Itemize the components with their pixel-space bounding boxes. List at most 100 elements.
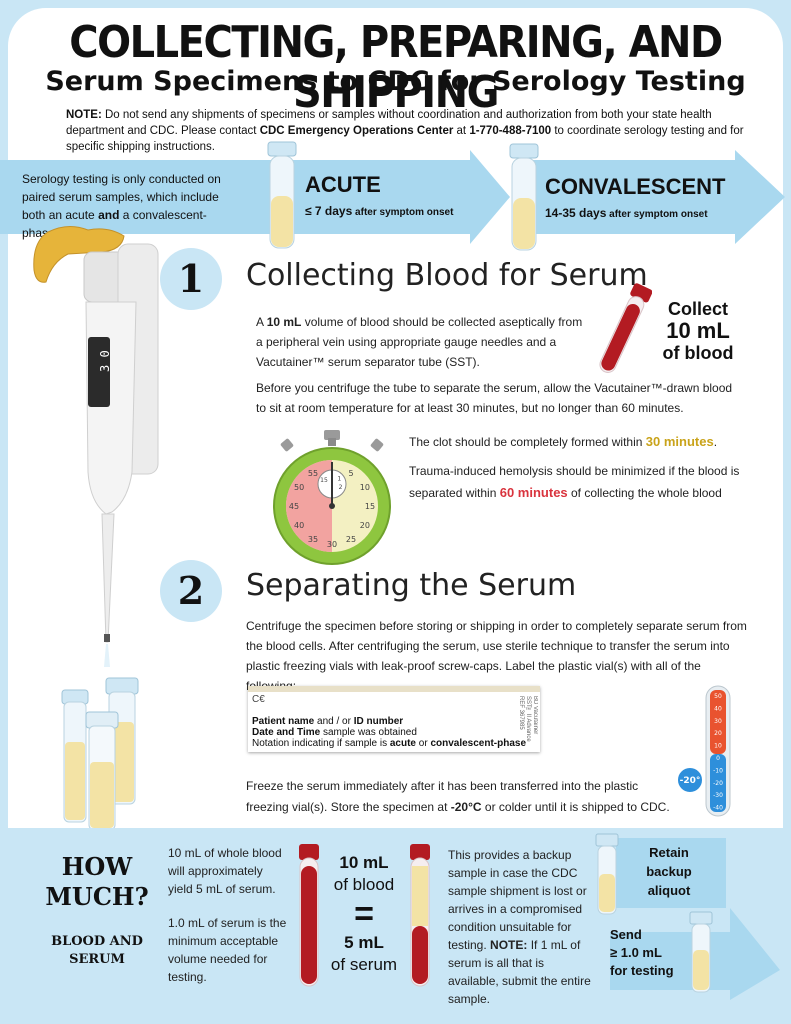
thermometer-badge: -20° [680, 776, 701, 786]
acute-window: ≤ 7 days after symptom onset [305, 204, 453, 218]
thermometer-tick-label: -20 [713, 780, 723, 787]
step-1-badge: 1 [160, 248, 222, 310]
equals-sign: = [354, 895, 374, 933]
trauma-time: 60 minutes [499, 485, 568, 500]
note-contact: CDC Emergency Operations Center [259, 125, 454, 137]
acute-days: ≤ 7 days [305, 204, 353, 218]
stopwatch-label: 40 [294, 521, 304, 530]
freeze-temp: -20°C [450, 800, 482, 814]
section-1-paragraph-1: A 10 mL volume of blood should be collec… [256, 312, 592, 372]
aliquot-graphic [595, 833, 780, 1000]
p1-b: volume of blood should be collected asep… [256, 315, 583, 369]
step-2-badge: 2 [160, 560, 222, 622]
thermometer-tick-label: 30 [714, 718, 722, 725]
freeze-b: or colder until it is shipped to CDC. [481, 800, 670, 814]
label-andor: and / or [314, 716, 354, 727]
timeline-arrows [0, 150, 785, 244]
acute-after: after symptom onset [352, 207, 454, 218]
equation-bottom: 5 mL of serum [318, 932, 410, 976]
how-much-subtitle: BLOOD AND SERUM [42, 933, 152, 969]
label-id: ID number [353, 716, 404, 727]
whole-blood-tube-icon [299, 844, 319, 987]
retain-callout: Retain backup aliquot [628, 843, 710, 900]
section-1-title: Collecting Blood for Serum [246, 258, 648, 293]
note-label: NOTE: [66, 109, 102, 121]
blood-tube-icon [599, 283, 652, 373]
clot-text: The clot should be completely formed wit… [409, 432, 749, 452]
send-callout: Send ≥ 1.0 mL for testing [610, 926, 710, 980]
retain-3: aliquot [647, 883, 691, 898]
stopwatch-inner-label: 15 [320, 477, 328, 484]
backup-text: This provides a backup sample in case th… [448, 846, 596, 1008]
section-2-title: Separating the Serum [246, 568, 577, 603]
thermometer-tick-label: 50 [714, 693, 722, 700]
clot-a: The clot should be completely formed wit… [409, 435, 646, 449]
collect-line-2: 10 mL [666, 318, 730, 343]
note-phone: 1-770-488-7100 [469, 125, 552, 137]
yield-text: 10 mL of whole blood will approximately … [168, 846, 282, 896]
freezing-vials-icon [61, 677, 139, 831]
clot-time: 30 minutes [645, 434, 714, 449]
page-title: COLLECTING, PREPARING, AND SHIPPING [69, 18, 723, 118]
stopwatch-label: 5 [348, 469, 353, 478]
note-at: at [453, 125, 470, 137]
stopwatch-label: 45 [289, 502, 299, 511]
acute-tube-icon [267, 141, 297, 249]
how-sub-1: BLOOD AND [51, 934, 143, 949]
hemolysis-text: Trauma-induced hemolysis should be minim… [409, 460, 749, 504]
thermometer-tick-label: -10 [713, 767, 723, 774]
thermometer-tick-label: 40 [714, 705, 722, 712]
backup-a: This provides a backup sample in case th… [448, 848, 587, 952]
conv-after: after symptom onset [606, 209, 708, 220]
vial-label-sample: C€ Patient name and / or ID number Date … [248, 686, 540, 752]
coordination-note: NOTE: Do not send any shipments of speci… [66, 107, 746, 155]
label-obtained: sample was obtained [320, 727, 417, 738]
convalescent-window: 14-35 days after symptom onset [545, 206, 708, 220]
note-tail: to coordinate serology testing and for s… [66, 125, 744, 153]
retain-2: backup [646, 864, 692, 879]
trauma-a: Trauma-induced hemolysis should be minim… [409, 464, 740, 500]
collect-line-1: Collect [667, 299, 728, 319]
thermometer-tick-label: -30 [713, 792, 723, 799]
clot-b: . [713, 435, 718, 449]
stopwatch-label: 50 [294, 483, 304, 492]
send-1: Send [610, 927, 642, 942]
label-convalescent: convalescent-phase [430, 738, 527, 749]
pipette-icon: 3 0 [33, 226, 159, 667]
send-3: for testing [610, 963, 674, 978]
eq-bot-2: of serum [330, 955, 398, 974]
freeze-text: Freeze the serum immediately after it ha… [246, 776, 676, 818]
conv-days: 14-35 days [545, 206, 607, 220]
thermometer-tick-label: -40 [713, 805, 723, 812]
section-1-paragraph-2: Before you centrifuge the tube to separa… [256, 381, 733, 415]
stopwatch-inner-label: 1 [337, 476, 341, 483]
convalescent-title: CONVALESCENT [545, 174, 726, 199]
eq-top-2: of blood [333, 875, 395, 894]
eq-bot-1: 5 mL [344, 933, 384, 952]
collect-line-3: of blood [662, 343, 734, 363]
ce-mark: C€ [252, 694, 265, 705]
page-subtitle: Serum Specimens to CDC for Serology Test… [45, 66, 746, 97]
stopwatch-label: 35 [308, 535, 318, 544]
stopwatch-label: 55 [308, 469, 318, 478]
trauma-b: of collecting the whole blood [567, 486, 722, 500]
stopwatch-label: 10 [360, 483, 370, 492]
p1-a: A [256, 315, 267, 329]
intro-and: and [98, 208, 120, 222]
freeze-a: Freeze the serum immediately after it ha… [246, 779, 639, 814]
how-sub-2: SERUM [69, 952, 125, 967]
label-acute: acute [389, 738, 416, 749]
convalescent-tube-icon [509, 143, 539, 251]
how-title-2: MUCH? [45, 882, 149, 911]
stopwatch-label: 20 [360, 521, 370, 530]
thermometer-tick-label: 10 [714, 743, 722, 750]
label-or: or [415, 738, 431, 749]
label-notation: Notation indicating if sample is [252, 738, 390, 749]
section-2-paragraph: Centrifuge the specimen before storing o… [246, 619, 747, 693]
note-text: Do not send any shipments of specimens o… [66, 109, 712, 137]
minimum-volume-text: 1.0 mL of serum is the minimum acceptabl… [168, 916, 287, 984]
backup-note: NOTE: [490, 938, 528, 952]
p1-volume: 10 mL [266, 315, 302, 329]
